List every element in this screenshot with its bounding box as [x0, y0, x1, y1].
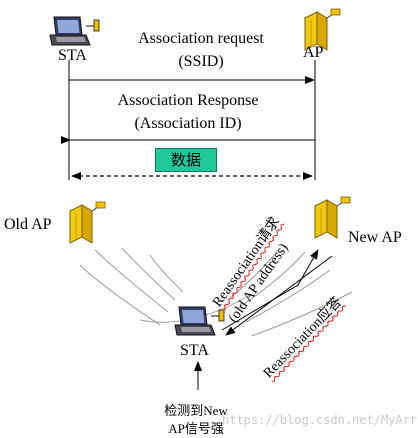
assoc-response-id: (Association ID) — [134, 115, 242, 132]
reassoc-response-arrow — [225, 255, 333, 336]
radio-waves — [79, 247, 353, 337]
top-sta-label: STA — [58, 47, 87, 64]
old-ap-icon — [69, 201, 106, 244]
bottom-sta-label: STA — [180, 342, 209, 359]
assoc-request-label: Association request — [138, 30, 264, 47]
detect-label-line1: 检测到New — [164, 403, 228, 418]
new-ap-label: New AP — [348, 229, 402, 246]
reassoc-request-arrow — [221, 249, 319, 331]
old-ap-label: Old AP — [4, 216, 52, 233]
assoc-request-ssid: (SSID) — [178, 53, 224, 70]
detect-label-line2: AP信号强 — [168, 421, 224, 436]
data-box: 数据 — [155, 148, 217, 172]
assoc-response-label: Association Response — [117, 92, 259, 109]
watermark: https://blog.csdn.net/MyArrow — [222, 413, 418, 427]
top-sta-laptop — [49, 16, 100, 46]
top-ap-label: AP — [303, 44, 324, 61]
new-ap-icon — [314, 196, 351, 239]
